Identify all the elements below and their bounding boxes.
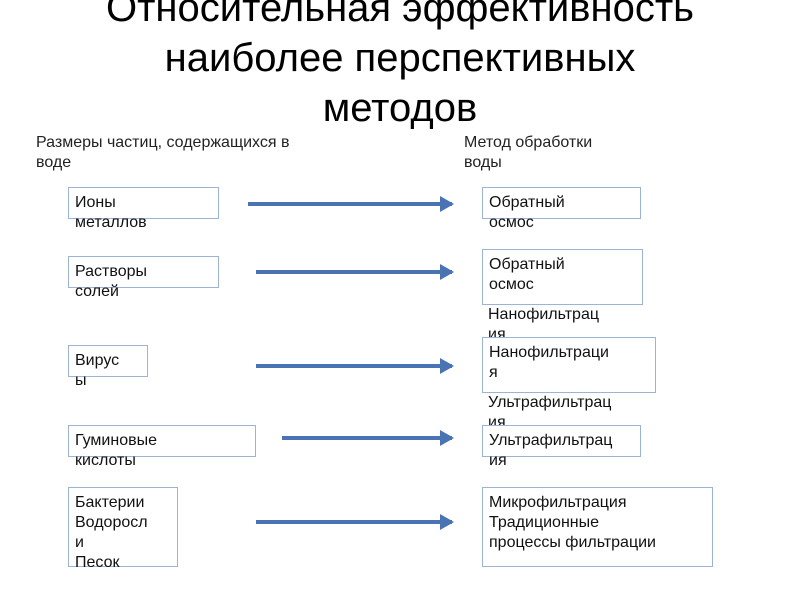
method-box-microfiltration: Микрофильтрация Традиционные процессы фи… — [482, 487, 713, 567]
box-line: Ионы — [75, 194, 116, 211]
box-line: Нанофильтраци — [489, 344, 609, 361]
slide-title: Относительная эффективность наиболее пер… — [0, 0, 800, 133]
box-line: Вирус — [75, 352, 120, 369]
title-line: методов — [322, 86, 478, 130]
box-line: осмос — [489, 214, 534, 231]
right-column-header: Метод обработки воды — [464, 133, 592, 173]
box-line: металлов — [75, 214, 147, 231]
box-line: ы — [75, 372, 87, 389]
particle-box-humic-acids: Гуминовые кислоты — [68, 425, 256, 469]
box-line: Бактерии — [75, 494, 145, 511]
particle-box-salt-solutions: Растворы солей — [68, 256, 219, 300]
box-line: Водоросл — [75, 514, 148, 531]
particle-box-metal-ions: Ионы металлов — [68, 187, 219, 231]
header-line: Размеры частиц, содержащихся в — [36, 134, 290, 151]
header-line: воде — [36, 154, 72, 171]
left-column-header: Размеры частиц, содержащихся в воде — [36, 133, 289, 173]
method-box-nanofiltration: Нанофильтраци я — [482, 337, 656, 393]
box-line: ия — [489, 452, 507, 469]
title-line: наиболее перспективных — [164, 36, 636, 80]
box-line: Гуминовые — [75, 432, 157, 449]
header-line: Метод обработки — [464, 134, 593, 151]
box-line: кислоты — [75, 452, 136, 469]
box-line: процессы фильтрации — [489, 534, 656, 551]
title-line: Относительная эффективность — [105, 0, 695, 30]
box-line: Обратный — [489, 256, 565, 273]
box-line: я — [489, 364, 498, 381]
box-line: Микрофильтрация — [489, 494, 627, 511]
box-line: солей — [75, 283, 119, 300]
method-box-reverse-osmosis: Обратный осмос — [482, 249, 643, 305]
method-box-ultrafiltration: Ультрафильтрац ия — [482, 425, 641, 469]
box-line: Ультрафильтрац — [489, 432, 613, 449]
box-line: и — [75, 534, 84, 551]
box-line: осмос — [489, 276, 534, 293]
particle-box-viruses: Вирус ы — [68, 345, 148, 389]
header-line: воды — [464, 154, 502, 171]
box-line: Традиционные — [489, 514, 600, 531]
box-line: Растворы — [75, 263, 147, 280]
overflow-line: Нанофильтрац — [488, 306, 599, 323]
box-line: Песок — [75, 554, 120, 571]
particle-box-bacteria-algae-sand: Бактерии Водоросл и Песок — [68, 487, 178, 571]
overflow-line: Ультрафильтрац — [488, 394, 612, 411]
box-line: Обратный — [489, 194, 565, 211]
method-box-reverse-osmosis: Обратный осмос — [482, 187, 641, 231]
